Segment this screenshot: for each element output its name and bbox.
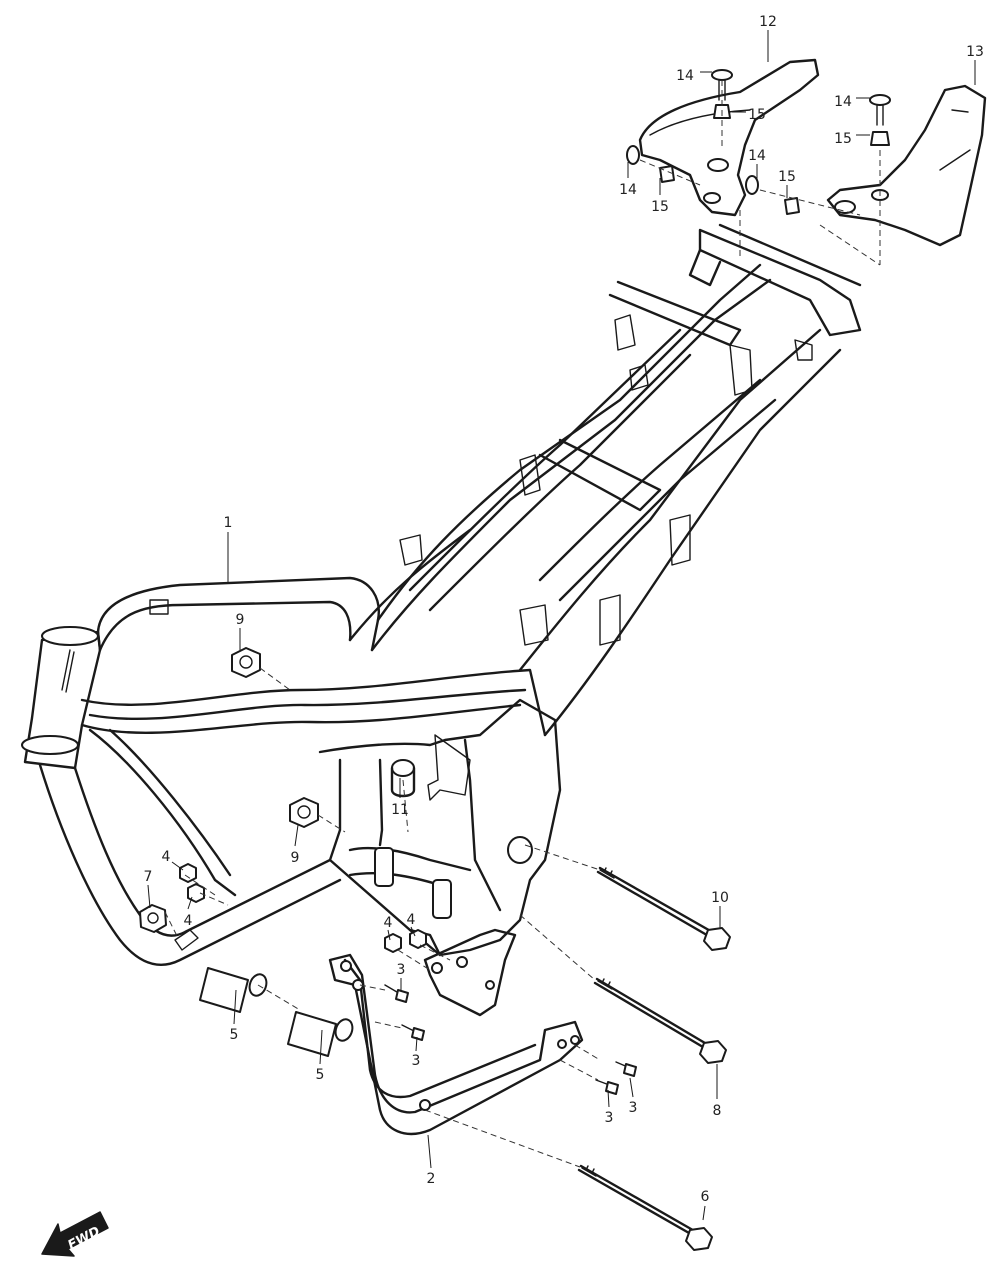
callout-label-14: 14	[748, 148, 766, 164]
callout-label-10: 10	[711, 890, 729, 906]
lower-bracket	[328, 953, 584, 1136]
callout-label-9: 9	[291, 850, 300, 866]
alignment-lines	[164, 80, 881, 1168]
callout-leader-7	[147, 884, 151, 909]
callout-label-14: 14	[619, 182, 637, 198]
callout-label-3: 3	[629, 1100, 638, 1116]
callout-label-15: 15	[834, 131, 852, 147]
callout-leader-5	[233, 989, 237, 1025]
long-bolts	[577, 866, 731, 1251]
callout-leader-3	[629, 1077, 634, 1098]
callout-leader-2	[427, 1134, 432, 1169]
engine-mount-plate	[423, 928, 517, 1017]
callout-label-4: 4	[184, 913, 193, 929]
callout-label-7: 7	[144, 869, 153, 885]
callout-leader-3	[415, 1036, 418, 1052]
callout-label-4: 4	[407, 912, 416, 928]
callout-leader-4	[187, 896, 193, 910]
callout-label-9: 9	[236, 612, 245, 628]
callout-leader-6	[702, 1205, 706, 1221]
callout-label-11: 11	[391, 802, 409, 818]
callout-leader-4	[171, 861, 184, 871]
callout-leader-4	[410, 926, 416, 937]
callout-label-14: 14	[834, 94, 852, 110]
callout-label-3: 3	[605, 1110, 614, 1126]
callout-label-1: 1	[224, 515, 233, 531]
callout-label-13: 13	[966, 44, 984, 60]
callout-label-5: 5	[230, 1027, 239, 1043]
callout-label-3: 3	[412, 1053, 421, 1069]
callout-leader-9	[294, 824, 299, 847]
spacer-collar	[199, 967, 354, 1057]
fwd-arrow: FWD	[41, 1211, 109, 1257]
callout-label-4: 4	[162, 849, 171, 865]
small-bolts	[384, 984, 637, 1095]
callout-label-4: 4	[384, 915, 393, 931]
fwd-arrow-icon	[41, 1211, 109, 1257]
callout-label-3: 3	[397, 962, 406, 978]
callout-label-6: 6	[701, 1189, 710, 1205]
callout-label-12: 12	[759, 14, 777, 30]
callout-leader-5	[319, 1029, 323, 1065]
callout-leader-3	[607, 1089, 610, 1108]
callout-label-15: 15	[778, 169, 796, 185]
callout-label-15: 15	[651, 199, 669, 215]
callout-label-14: 14	[676, 68, 694, 84]
main-frame	[21, 223, 862, 967]
grab-rail-fasteners	[626, 69, 891, 215]
callout-label-8: 8	[713, 1103, 722, 1119]
callout-label-5: 5	[316, 1067, 325, 1083]
callout-leader-4	[387, 929, 391, 941]
callout-label-2: 2	[427, 1171, 436, 1187]
left-grab-rail	[638, 58, 820, 217]
callout-label-15: 15	[748, 107, 766, 123]
